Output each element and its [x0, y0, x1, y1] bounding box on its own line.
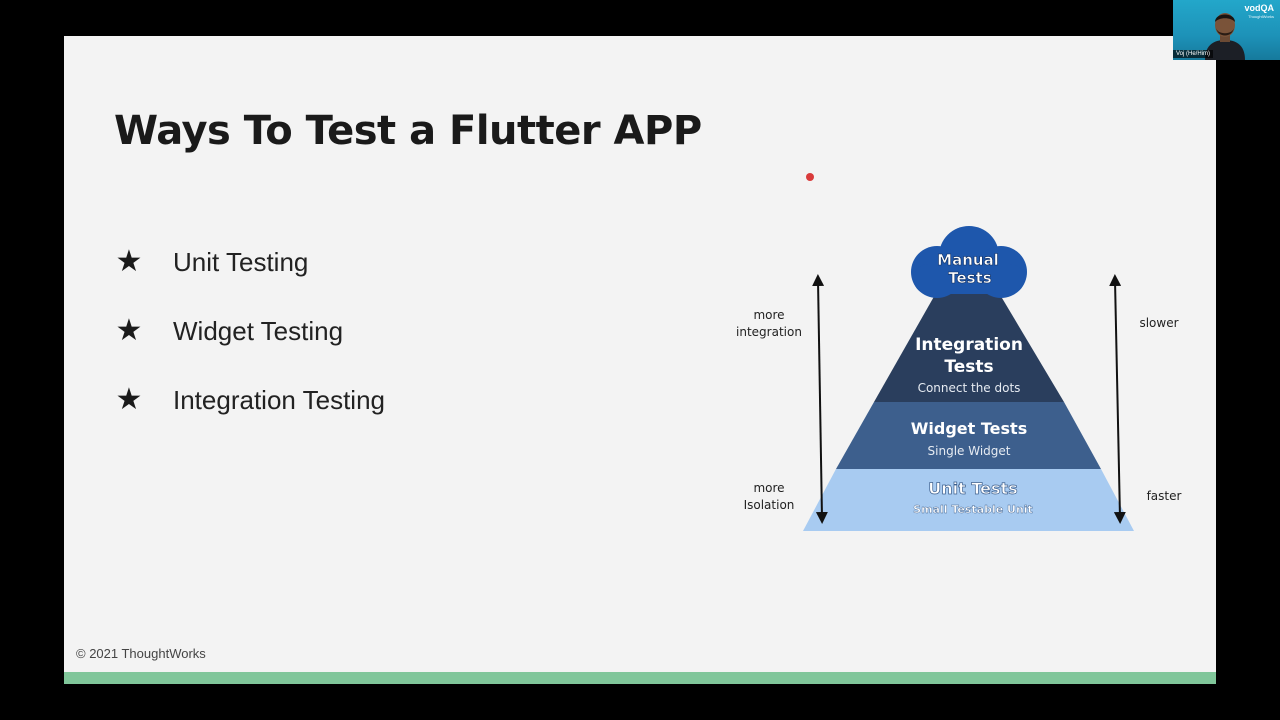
faster-label: faster [1147, 489, 1182, 503]
integration-tests-sublabel: Connect the dots [918, 381, 1021, 395]
slide: Ways To Test a Flutter APP ★ Unit Testin… [64, 36, 1216, 684]
unit-tests-layer [803, 469, 1134, 531]
star-icon: ★ [115, 382, 143, 417]
widget-tests-sublabel: Single Widget [928, 444, 1011, 458]
bullet-item: ★ Widget Testing [114, 315, 385, 347]
unit-tests-label: Unit Tests [928, 479, 1017, 498]
more-isolation-label: Isolation [744, 498, 795, 512]
widget-tests-layer [836, 402, 1101, 469]
bullet-list: ★ Unit Testing ★ Widget Testing ★ Integr… [114, 246, 385, 453]
slower-label: slower [1139, 316, 1178, 330]
bullet-item: ★ Unit Testing [114, 246, 385, 278]
presenter-name-tag: Voj (He/Him) [1173, 50, 1214, 58]
bullet-item: ★ Integration Testing [114, 384, 385, 416]
bullet-text: Widget Testing [173, 315, 344, 346]
bullet-text: Integration Testing [173, 384, 385, 415]
testing-pyramid-diagram: Manual Tests Integration Tests Connect t… [736, 226, 1182, 531]
unit-tests-sublabel: Small Testable Unit [913, 503, 1033, 516]
more-integration-label: more [753, 308, 784, 322]
integration-tests-layer [874, 293, 1064, 402]
bullet-text: Unit Testing [173, 246, 309, 277]
integration-tests-label: Integration [915, 335, 1023, 355]
manual-tests-label: Manual [937, 251, 999, 269]
more-isolation-label: more [753, 481, 784, 495]
brand-sub-logo: ThoughtWorks [1248, 14, 1274, 19]
star-icon: ★ [115, 313, 143, 348]
presenter-avatar [1205, 13, 1245, 60]
widget-tests-label: Widget Tests [911, 419, 1027, 438]
manual-tests-cloud [911, 226, 1027, 298]
right-double-arrow [1109, 274, 1126, 524]
integration-tests-label: Tests [944, 357, 993, 377]
webcam-thumbnail[interactable]: vodQA ThoughtWorks Voj (He/Him) [1173, 0, 1280, 60]
manual-tests-label: Tests [948, 269, 992, 287]
copyright-footer: © 2021 ThoughtWorks [76, 646, 206, 661]
footer-accent-bar [64, 672, 1216, 684]
laser-pointer-dot [806, 173, 814, 181]
more-integration-label: integration [736, 325, 802, 339]
star-icon: ★ [115, 244, 143, 279]
slide-title: Ways To Test a Flutter APP [114, 108, 702, 154]
brand-logo: vodQA [1244, 3, 1274, 13]
left-double-arrow [812, 274, 828, 524]
